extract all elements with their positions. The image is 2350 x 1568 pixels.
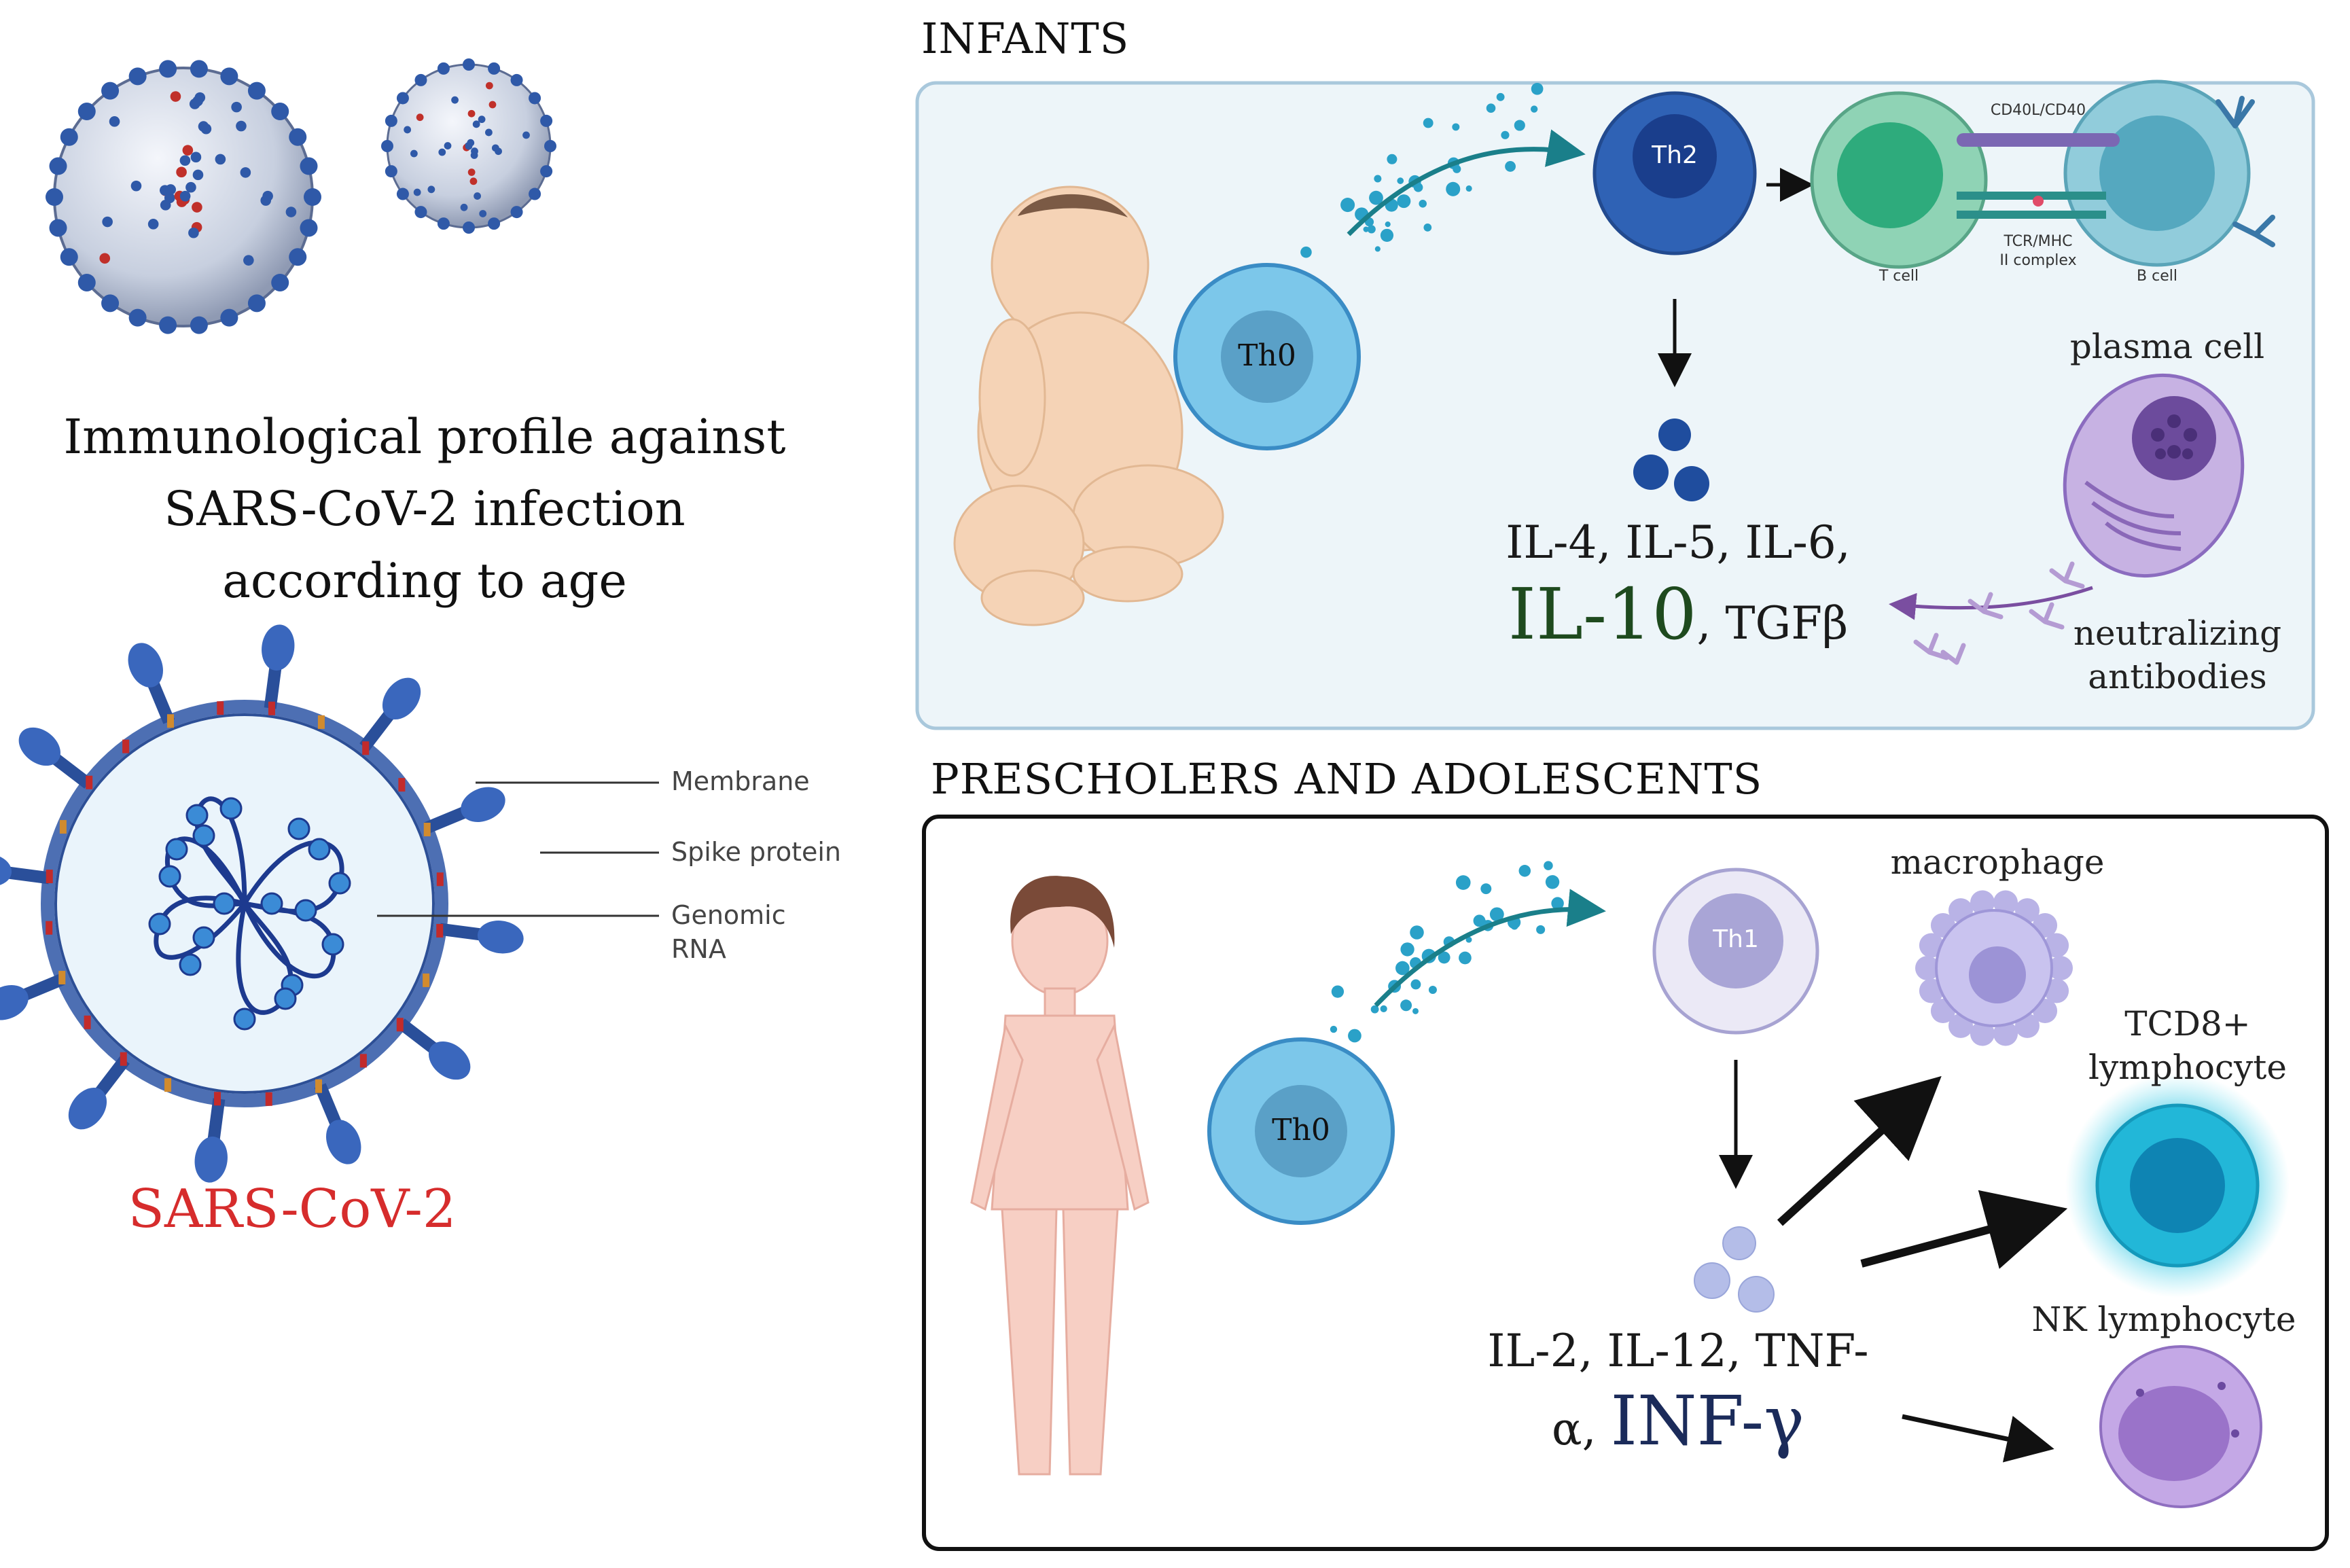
b-cell-label: B cell <box>2106 268 2208 285</box>
tcd8-label: TCD8+ lymphocyte <box>2065 1002 2310 1089</box>
th0-label-infants: Th0 <box>1213 338 1321 373</box>
tcr-label: TCR/MHC II complex <box>1963 232 2113 270</box>
main-title-line-1: Immunological profile against <box>14 401 836 473</box>
infants-cytokines: IL-4, IL-5, IL-6, IL-10, TGFβ <box>1461 516 1895 656</box>
spike-protein-label: Spike protein <box>671 837 841 867</box>
inf-gamma-label: INF-γ <box>1611 1381 1804 1461</box>
virus-small-icon <box>381 58 556 234</box>
t-cell-label: T cell <box>1848 268 1950 285</box>
tcr-label-line-2: II complex <box>1963 251 2113 270</box>
prescholers-cytokines: IL-2, IL-12, TNF- α, INF-γ <box>1461 1325 1895 1461</box>
macrophage-label: macrophage <box>1862 840 2133 884</box>
virus-structure-icon <box>0 622 526 1184</box>
nk-lymphocyte-label: NK lymphocyte <box>2004 1298 2324 1341</box>
tcr-bar-2 <box>1957 211 2106 219</box>
tcd8-lymphocyte-icon <box>2065 1073 2290 1298</box>
membrane-label: Membrane <box>671 766 810 796</box>
infants-cytokines-rest: , TGFβ <box>1696 597 1848 649</box>
infants-cytokines-line-1: IL-4, IL-5, IL-6, <box>1461 516 1895 569</box>
genomic-rna-label: Genomic RNA <box>671 898 786 966</box>
main-title-line-2: SARS-CoV-2 infection <box>14 473 836 545</box>
prescholers-heading: PRESCHOLERS AND ADOLESCENTS <box>931 754 1762 804</box>
th0-label-prescholers: Th0 <box>1247 1113 1355 1147</box>
tcd8-label-line-2: lymphocyte <box>2065 1046 2310 1089</box>
genomic-rna-label-line-2: RNA <box>671 932 786 966</box>
cd40-label: CD40L/CD40 <box>1963 102 2113 119</box>
tcr-bar-1 <box>1957 192 2106 200</box>
virus-large-icon <box>46 60 321 334</box>
il10-label: IL-10 <box>1508 573 1697 656</box>
cd40-bar <box>1957 133 2120 147</box>
th2-cell-icon <box>1595 93 1755 253</box>
virus-name-label: SARS-CoV-2 <box>102 1179 482 1240</box>
t-cell-icon <box>1812 93 1986 267</box>
infants-heading: INFANTS <box>921 14 1129 63</box>
main-title-line-3: according to age <box>14 545 836 617</box>
main-title: Immunological profile against SARS-CoV-2… <box>14 401 836 617</box>
prescholers-cytokines-line-1: IL-2, IL-12, TNF- <box>1461 1325 1895 1377</box>
tcr-marker <box>2033 196 2044 207</box>
tcr-label-line-1: TCR/MHC <box>1963 232 2113 251</box>
infants-cytokines-line-2: IL-10, TGFβ <box>1461 573 1895 656</box>
neutralizing-antibodies-line-2: antibodies <box>2059 655 2296 698</box>
nk-lymphocyte-icon <box>2101 1347 2261 1507</box>
neutralizing-antibodies-label: neutralizing antibodies <box>2059 611 2296 698</box>
prescholers-cytokines-line-2: α, INF-γ <box>1461 1381 1895 1461</box>
plasma-cell-label: plasma cell <box>2031 325 2303 368</box>
genomic-rna-label-line-1: Genomic <box>671 898 786 932</box>
alpha-label: α, <box>1552 1403 1597 1455</box>
tcd8-label-line-1: TCD8+ <box>2065 1002 2310 1046</box>
th2-label: Th2 <box>1634 141 1715 169</box>
neutralizing-antibodies-line-1: neutralizing <box>2059 611 2296 655</box>
th1-label: Th1 <box>1695 925 1777 953</box>
